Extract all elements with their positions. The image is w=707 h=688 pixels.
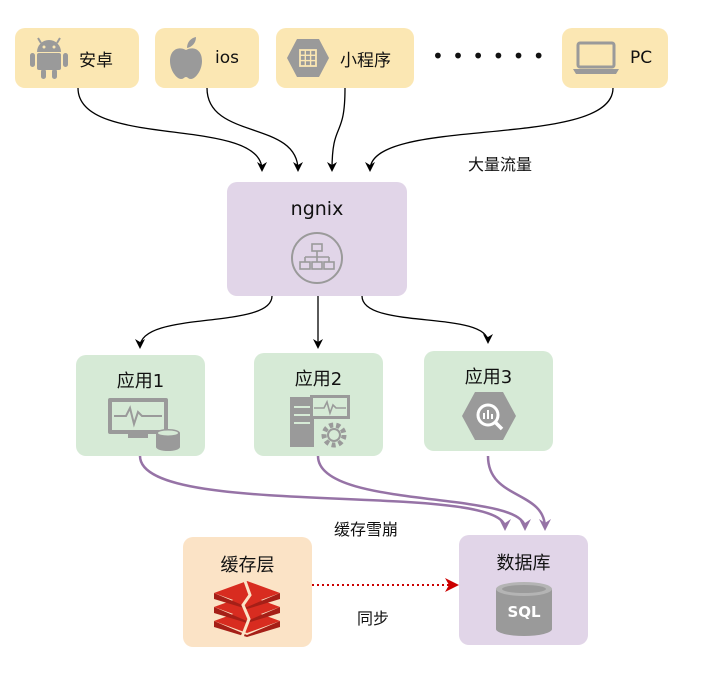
database-title: 数据库 xyxy=(496,553,551,574)
traffic-label: 大量流量 xyxy=(468,155,533,174)
cache-layer-node: 缓存层 xyxy=(183,537,312,647)
mini-program-icon xyxy=(287,39,329,77)
sql-database-icon xyxy=(496,582,552,636)
app3-title: 应用3 xyxy=(464,367,513,388)
edge-ios-nginx xyxy=(206,87,303,172)
avalanche-label: 缓存雪崩 xyxy=(334,520,399,539)
ellipsis-more-clients: • • • • • • xyxy=(432,44,546,68)
edge-pc-nginx xyxy=(365,87,614,172)
apple-icon xyxy=(170,37,202,79)
cache-title: 缓存层 xyxy=(220,555,275,576)
edge-app3-db xyxy=(486,455,551,531)
app2-title: 应用2 xyxy=(294,369,343,390)
sync-label: 同步 xyxy=(357,609,390,628)
sitemap-icon xyxy=(291,232,343,284)
client-label: PC xyxy=(630,48,653,68)
nginx-title: ngnix xyxy=(290,198,344,220)
edge-app2-db xyxy=(316,455,531,531)
client-pc: PC xyxy=(562,28,668,88)
edge-nginx-app3 xyxy=(361,295,493,344)
app2-node: 应用2 xyxy=(254,353,383,456)
client-label: 安卓 xyxy=(79,50,113,71)
database-node: 数据库 SQL xyxy=(459,535,588,645)
server-gear-icon xyxy=(290,395,350,448)
search-analytics-icon xyxy=(462,392,516,440)
client-mini-program: 小程序 xyxy=(276,28,414,88)
monitor-database-icon xyxy=(108,398,180,451)
client-ios: ios xyxy=(155,28,259,88)
app3-node: 应用3 xyxy=(424,351,553,451)
app1-node: 应用1 xyxy=(76,355,205,456)
nginx-node: ngnix xyxy=(227,182,407,296)
redis-icon xyxy=(214,581,280,637)
client-label: 小程序 xyxy=(340,50,391,71)
edge-miniprogram-nginx xyxy=(327,87,346,172)
laptop-icon xyxy=(573,41,619,74)
edge-android-nginx xyxy=(77,87,267,172)
app1-title: 应用1 xyxy=(116,371,165,392)
edge-app1-db xyxy=(138,455,511,531)
client-android: 安卓 xyxy=(15,28,139,88)
edge-nginx-app1 xyxy=(135,295,273,349)
android-icon xyxy=(30,37,68,79)
sql-badge-text: SQL xyxy=(507,603,541,621)
client-label: ios xyxy=(215,48,239,68)
